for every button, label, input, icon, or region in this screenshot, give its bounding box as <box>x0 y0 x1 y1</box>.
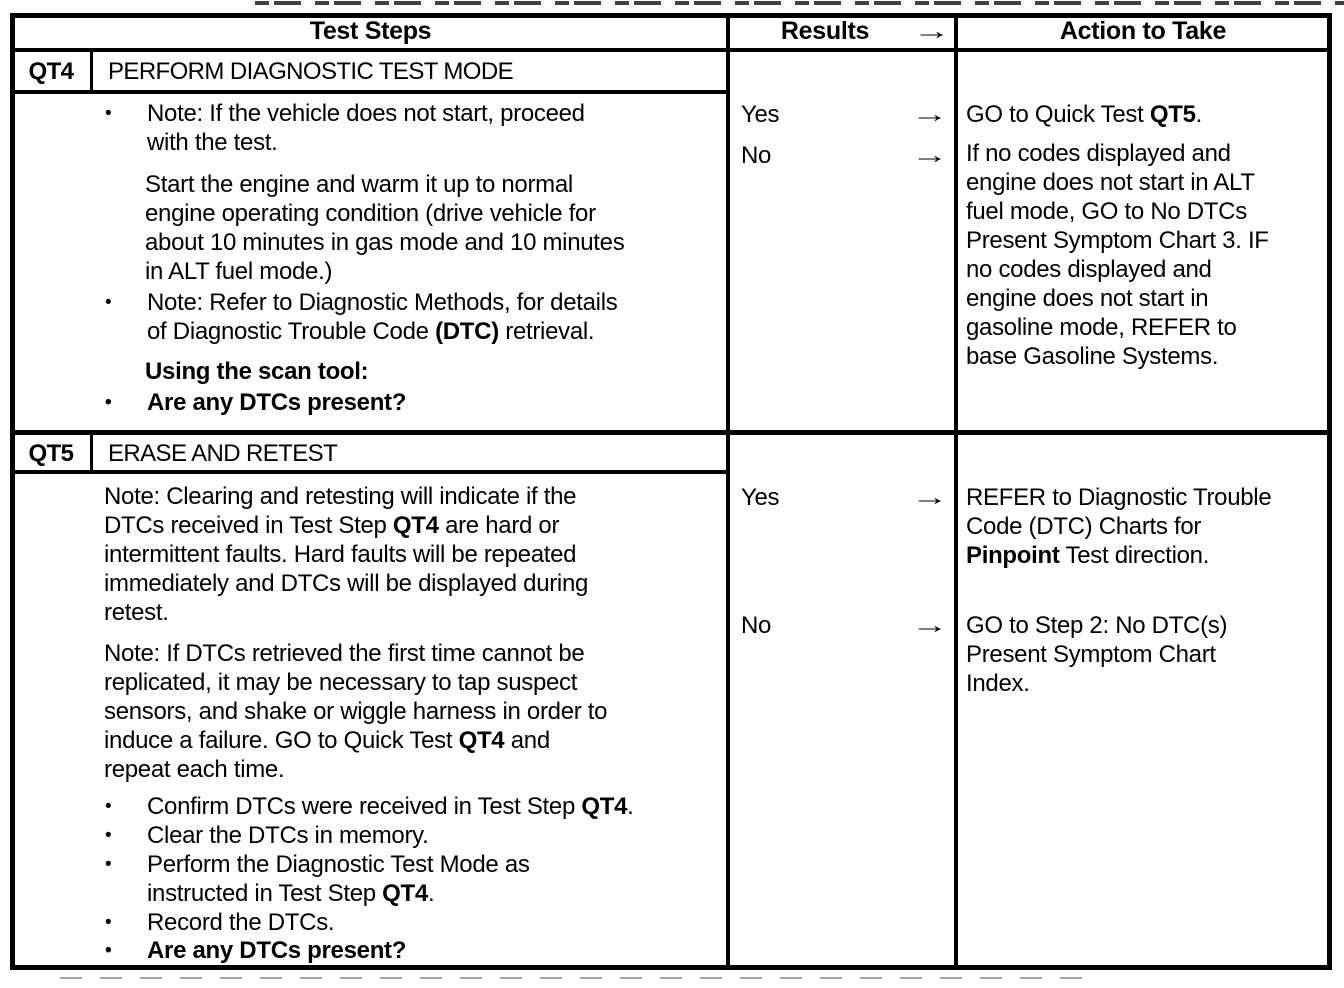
qt4-result-no-row: No → <box>741 141 948 170</box>
qt4-action-yes: GO to Quick Test QT5. <box>966 101 1203 128</box>
text-line: Code (DTC) Charts for <box>966 513 1202 540</box>
text-line: engine does not start in <box>966 285 1209 312</box>
qt4-result-yes-row: Yes → <box>741 100 948 129</box>
text-line: intermittent faults. Hard faults will be… <box>104 541 577 568</box>
qt5-step-title: ERASE AND RETEST <box>108 440 338 467</box>
result-label-no: No <box>741 612 772 639</box>
text-line: Note: Refer to Diagnostic Methods, for d… <box>147 289 618 316</box>
text-line: gasoline mode, REFER to <box>966 314 1237 341</box>
right-arrow-icon: → <box>911 484 948 511</box>
qt4-question-bullet-item: • Are any DTCs present? <box>103 388 603 417</box>
qt4-subheader-divider <box>10 90 730 94</box>
qt5-id-box-divider <box>90 430 93 474</box>
column-header-action-to-take: Action to Take <box>1059 17 1227 45</box>
qt4-step-id: QT4 <box>28 58 74 85</box>
qt5-question-bullet-item: • Are any DTCs present? <box>103 936 723 965</box>
right-arrow-icon: → <box>911 142 948 169</box>
text-line: repeat each time. <box>104 756 285 783</box>
text-line: immediately and DTCs will be displayed d… <box>104 570 589 597</box>
qt5-result-yes-row: Yes → <box>741 483 948 512</box>
right-arrow-icon: → <box>911 101 948 128</box>
text-line: Confirm DTCs were received in Test Step … <box>147 793 634 820</box>
bullet-icon: • <box>105 392 112 413</box>
text-line: about 10 minutes in gas mode and 10 minu… <box>145 229 625 256</box>
text-line: Present Symptom Chart 3. IF <box>966 227 1269 254</box>
text-line: Note: If DTCs retrieved the first time c… <box>104 640 585 667</box>
text-line: Note: If the vehicle does not start, pro… <box>147 100 585 127</box>
column-divider-action <box>954 13 958 970</box>
table-border-right <box>1327 13 1332 970</box>
qt5-result-no-row: No → <box>741 611 948 640</box>
result-label-no: No <box>741 142 772 169</box>
bullet-icon: • <box>105 940 112 961</box>
result-label-yes: Yes <box>741 484 780 511</box>
qt5-action-no: GO to Step 2: No DTC(s) Present Symptom … <box>966 611 1227 698</box>
qt4-using-scan-tool-label: Using the scan tool: <box>145 358 369 385</box>
table-border-left <box>10 13 15 970</box>
text-line: with the test. <box>147 129 278 156</box>
qt4-step-title: PERFORM DIAGNOSTIC TEST MODE <box>108 58 514 85</box>
bullet-icon: • <box>105 912 112 933</box>
text-line: instructed in Test Step QT4. <box>147 880 435 907</box>
text-line: Start the engine and warm it up to norma… <box>145 171 573 198</box>
text-line: retest. <box>104 599 169 626</box>
qt4-action-no: If no codes displayed and engine does no… <box>966 139 1269 371</box>
qt5-subheader-divider <box>10 470 730 474</box>
bullet-icon: • <box>105 796 112 817</box>
bullet-icon: • <box>105 854 112 875</box>
qt4-note2-bullet-item: • Note: Refer to Diagnostic Methods, for… <box>103 288 723 346</box>
text-line: Pinpoint Test direction. <box>966 542 1210 569</box>
text-line: in ALT fuel mode.) <box>145 258 333 285</box>
qt5-bullet-record: • Record the DTCs. <box>103 908 723 937</box>
right-arrow-icon: → <box>911 612 948 639</box>
text-line: Are any DTCs present? <box>147 937 407 964</box>
bullet-icon: • <box>105 292 112 313</box>
header-row-divider <box>10 48 1332 52</box>
text-line: no codes displayed and <box>966 256 1212 283</box>
text-line: replicated, it may be necessary to tap s… <box>104 669 578 696</box>
qt5-step-id: QT5 <box>28 440 74 467</box>
text-line: Perform the Diagnostic Test Mode as <box>147 851 530 878</box>
qt5-bullet-clear: • Clear the DTCs in memory. <box>103 821 723 850</box>
text-line: Note: Clearing and retesting will indica… <box>104 483 577 510</box>
qt5-bullet-confirm: • Confirm DTCs were received in Test Ste… <box>103 792 723 821</box>
scan-artifact <box>60 977 1100 979</box>
text-line: induce a failure. GO to Quick Test QT4 a… <box>104 727 550 754</box>
qt5-note2-paragraph: Note: If DTCs retrieved the first time c… <box>104 639 608 784</box>
text-line: Clear the DTCs in memory. <box>147 822 429 849</box>
text-line: base Gasoline Systems. <box>966 343 1219 370</box>
text-line: GO to Step 2: No DTC(s) <box>966 612 1228 639</box>
bullet-icon: • <box>105 825 112 846</box>
qt4-start-engine-paragraph: Start the engine and warm it up to norma… <box>145 170 625 286</box>
qt4-note1-bullet-item: • Note: If the vehicle does not start, p… <box>103 99 703 157</box>
text-line: engine does not start in ALT <box>966 169 1255 196</box>
scan-artifact <box>255 1 1344 5</box>
text-line: of Diagnostic Trouble Code (DTC) retriev… <box>147 318 595 345</box>
text-line: fuel mode, GO to No DTCs <box>966 198 1247 225</box>
column-header-test-steps: Test Steps <box>309 17 432 45</box>
text-line: REFER to Diagnostic Trouble <box>966 484 1272 511</box>
column-header-results: Results <box>780 17 870 45</box>
qt5-action-yes: REFER to Diagnostic Trouble Code (DTC) C… <box>966 483 1272 570</box>
column-divider-results <box>726 13 730 970</box>
text-line: If no codes displayed and <box>966 140 1231 167</box>
table-border-bottom <box>10 965 1332 970</box>
right-arrow-icon: → <box>913 18 950 45</box>
table-border-top <box>10 13 1332 18</box>
section-divider-qt4-qt5 <box>10 430 1332 435</box>
qt5-note1-paragraph: Note: Clearing and retesting will indica… <box>104 482 588 627</box>
qt5-bullet-perform: • Perform the Diagnostic Test Mode as in… <box>103 850 723 908</box>
text-line: sensors, and shake or wiggle harness in … <box>104 698 608 725</box>
text-line: engine operating condition (drive vehicl… <box>145 200 596 227</box>
text-line: DTCs received in Test Step QT4 are hard … <box>104 512 560 539</box>
result-label-yes: Yes <box>741 101 780 128</box>
bullet-icon: • <box>105 103 112 124</box>
text-line: Index. <box>966 670 1030 697</box>
text-line: Present Symptom Chart <box>966 641 1216 668</box>
qt4-id-box-divider <box>90 48 93 94</box>
text-line: Record the DTCs. <box>147 909 335 936</box>
text-line: Are any DTCs present? <box>147 389 407 416</box>
